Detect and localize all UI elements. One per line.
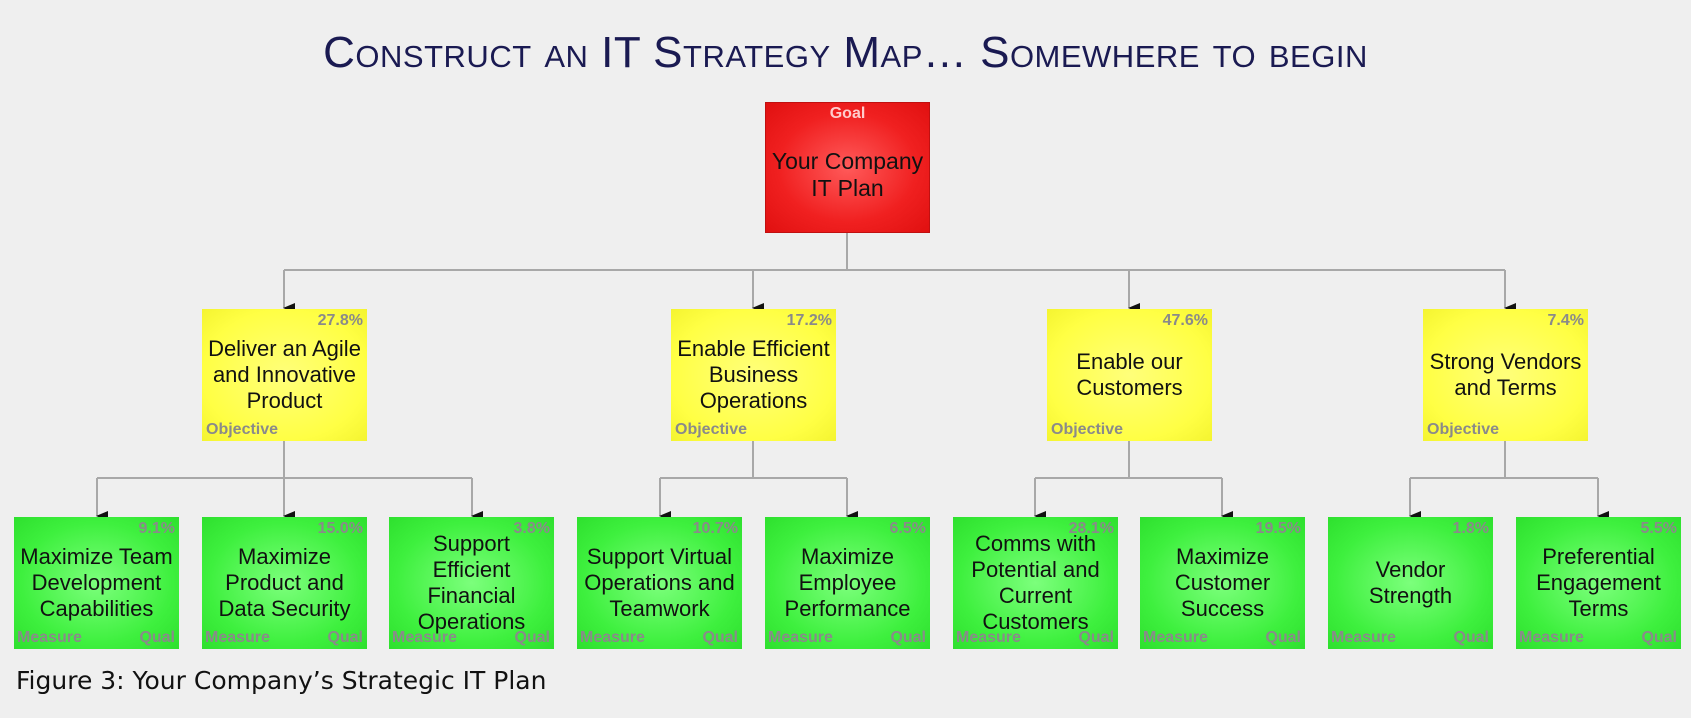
measure-type-label: Measure <box>392 629 457 646</box>
measure-qual-label: Qual <box>890 629 926 646</box>
goal-type-label: Goal <box>829 105 866 122</box>
figure-caption: Figure 3: Your Company’s Strategic IT Pl… <box>16 666 547 695</box>
measure-weight: 15.0% <box>317 520 363 537</box>
objective-weight: 47.6% <box>1162 312 1208 329</box>
measure-node[interactable]: 6.5% Maximize Employee Performance Measu… <box>765 517 930 649</box>
measure-text: Support Virtual Operations and Teamwork <box>584 544 735 621</box>
measure-type-label: Measure <box>205 629 270 646</box>
measure-text: Comms with Potential and Current Custome… <box>971 531 1100 634</box>
measure-weight: 6.5% <box>889 520 926 537</box>
measure-weight: 28.1% <box>1068 520 1114 537</box>
objective-node[interactable]: 7.4% Strong Vendors and Terms Objective <box>1423 309 1588 441</box>
objective-text: Strong Vendors and Terms <box>1429 349 1582 400</box>
measure-type-label: Measure <box>580 629 645 646</box>
goal-text: Your Company IT Plan <box>771 147 924 201</box>
measure-qual-label: Qual <box>1453 629 1489 646</box>
objective-text: Enable our Customers <box>1076 349 1183 400</box>
objective-node[interactable]: 27.8% Deliver an Agile and Innovative Pr… <box>202 309 367 441</box>
objective-node[interactable]: 17.2% Enable Efficient Business Operatio… <box>671 309 836 441</box>
measure-type-label: Measure <box>17 629 82 646</box>
objective-type-label: Objective <box>1051 421 1124 438</box>
measure-qual-label: Qual <box>139 629 175 646</box>
measure-text: Preferential Engagement Terms <box>1536 544 1661 621</box>
objective-text: Deliver an Agile and Innovative Product <box>208 336 361 413</box>
measure-weight: 19.5% <box>1255 520 1301 537</box>
measure-qual-label: Qual <box>514 629 550 646</box>
measure-node[interactable]: 19.5% Maximize Customer Success Measure … <box>1140 517 1305 649</box>
objective-node[interactable]: 47.6% Enable our Customers Objective <box>1047 309 1212 441</box>
measure-text: Maximize Product and Data Security <box>218 544 351 621</box>
measure-qual-label: Qual <box>702 629 738 646</box>
measure-qual-label: Qual <box>1078 629 1114 646</box>
measure-weight: 10.7% <box>692 520 738 537</box>
measure-weight: 5.5% <box>1640 520 1677 537</box>
objective-text: Enable Efficient Business Operations <box>677 336 830 413</box>
measure-text: Maximize Customer Success <box>1174 544 1271 621</box>
measure-node[interactable]: 28.1% Comms with Potential and Current C… <box>953 517 1118 649</box>
measure-qual-label: Qual <box>1641 629 1677 646</box>
measure-node[interactable]: 5.5% Preferential Engagement Terms Measu… <box>1516 517 1681 649</box>
measure-type-label: Measure <box>956 629 1021 646</box>
objective-weight: 7.4% <box>1547 312 1584 329</box>
measure-weight: 9.1% <box>138 520 175 537</box>
goal-node[interactable]: Goal Your Company IT Plan <box>765 102 930 233</box>
measure-node[interactable]: 1.8% Vendor Strength Measure Qual <box>1328 517 1493 649</box>
objective-type-label: Objective <box>206 421 279 438</box>
measure-text: Support Efficient Financial Operations <box>417 531 526 634</box>
objective-weight: 27.8% <box>317 312 363 329</box>
measure-text: Maximize Employee Performance <box>784 544 911 621</box>
measure-type-label: Measure <box>1331 629 1396 646</box>
objective-type-label: Objective <box>1427 421 1500 438</box>
page-title: Construct an IT Strategy Map… Somewhere … <box>323 28 1368 77</box>
measure-node[interactable]: 9.1% Maximize Team Development Capabilit… <box>14 517 179 649</box>
objective-type-label: Objective <box>675 421 748 438</box>
measure-qual-label: Qual <box>1265 629 1301 646</box>
measure-weight: 1.8% <box>1452 520 1489 537</box>
measure-node[interactable]: 3.8% Support Efficient Financial Operati… <box>389 517 554 649</box>
measure-type-label: Measure <box>768 629 833 646</box>
objective-weight: 17.2% <box>786 312 832 329</box>
measure-node[interactable]: 10.7% Support Virtual Operations and Tea… <box>577 517 742 649</box>
measure-weight: 3.8% <box>513 520 550 537</box>
measure-text: Maximize Team Development Capabilities <box>20 544 173 621</box>
measure-qual-label: Qual <box>327 629 363 646</box>
measure-node[interactable]: 15.0% Maximize Product and Data Security… <box>202 517 367 649</box>
measure-text: Vendor Strength <box>1368 557 1453 608</box>
measure-type-label: Measure <box>1519 629 1584 646</box>
measure-type-label: Measure <box>1143 629 1208 646</box>
